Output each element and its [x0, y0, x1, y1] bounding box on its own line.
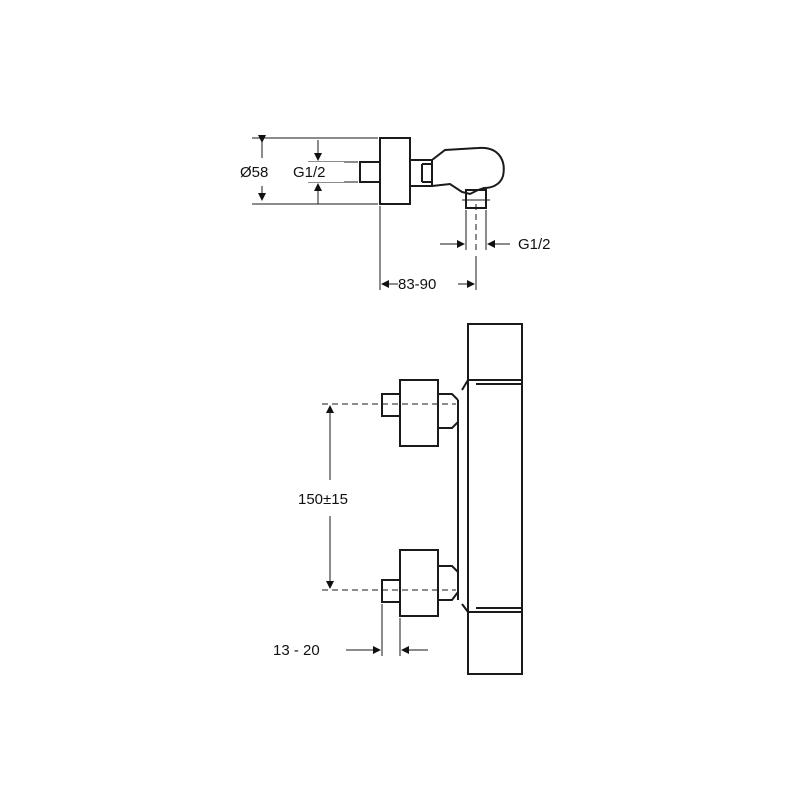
top-disc-body [379, 137, 411, 205]
front-upper-elbow [399, 379, 439, 447]
front-lower-nut [438, 565, 459, 601]
front-lower-cap-line [461, 603, 522, 613]
front-lower-elbow [399, 549, 439, 617]
front-view: 150±15 13 - 20 [273, 323, 523, 675]
dim-depth-label: 83-90 [398, 276, 436, 293]
front-upper-nut [438, 393, 459, 429]
front-upper-stub [381, 393, 401, 417]
top-rounded-body [431, 146, 505, 196]
front-main-body [467, 323, 523, 675]
dim-diameter-label: Ø58 [240, 164, 268, 181]
dim-outlet-thread-label: G1/2 [518, 236, 551, 253]
top-connector [410, 159, 433, 187]
dim-offset-label: 13 - 20 [273, 642, 320, 659]
top-inlet-stub [359, 161, 381, 183]
front-upper-cap-line [461, 379, 522, 391]
top-view: Ø58 G1/2 G1/2 83-90 [240, 135, 551, 293]
front-lower-stub [381, 579, 401, 603]
dim-center-distance-label: 150±15 [298, 491, 348, 508]
top-connector-inner [421, 163, 432, 183]
dim-inlet-thread-label: G1/2 [293, 164, 326, 181]
